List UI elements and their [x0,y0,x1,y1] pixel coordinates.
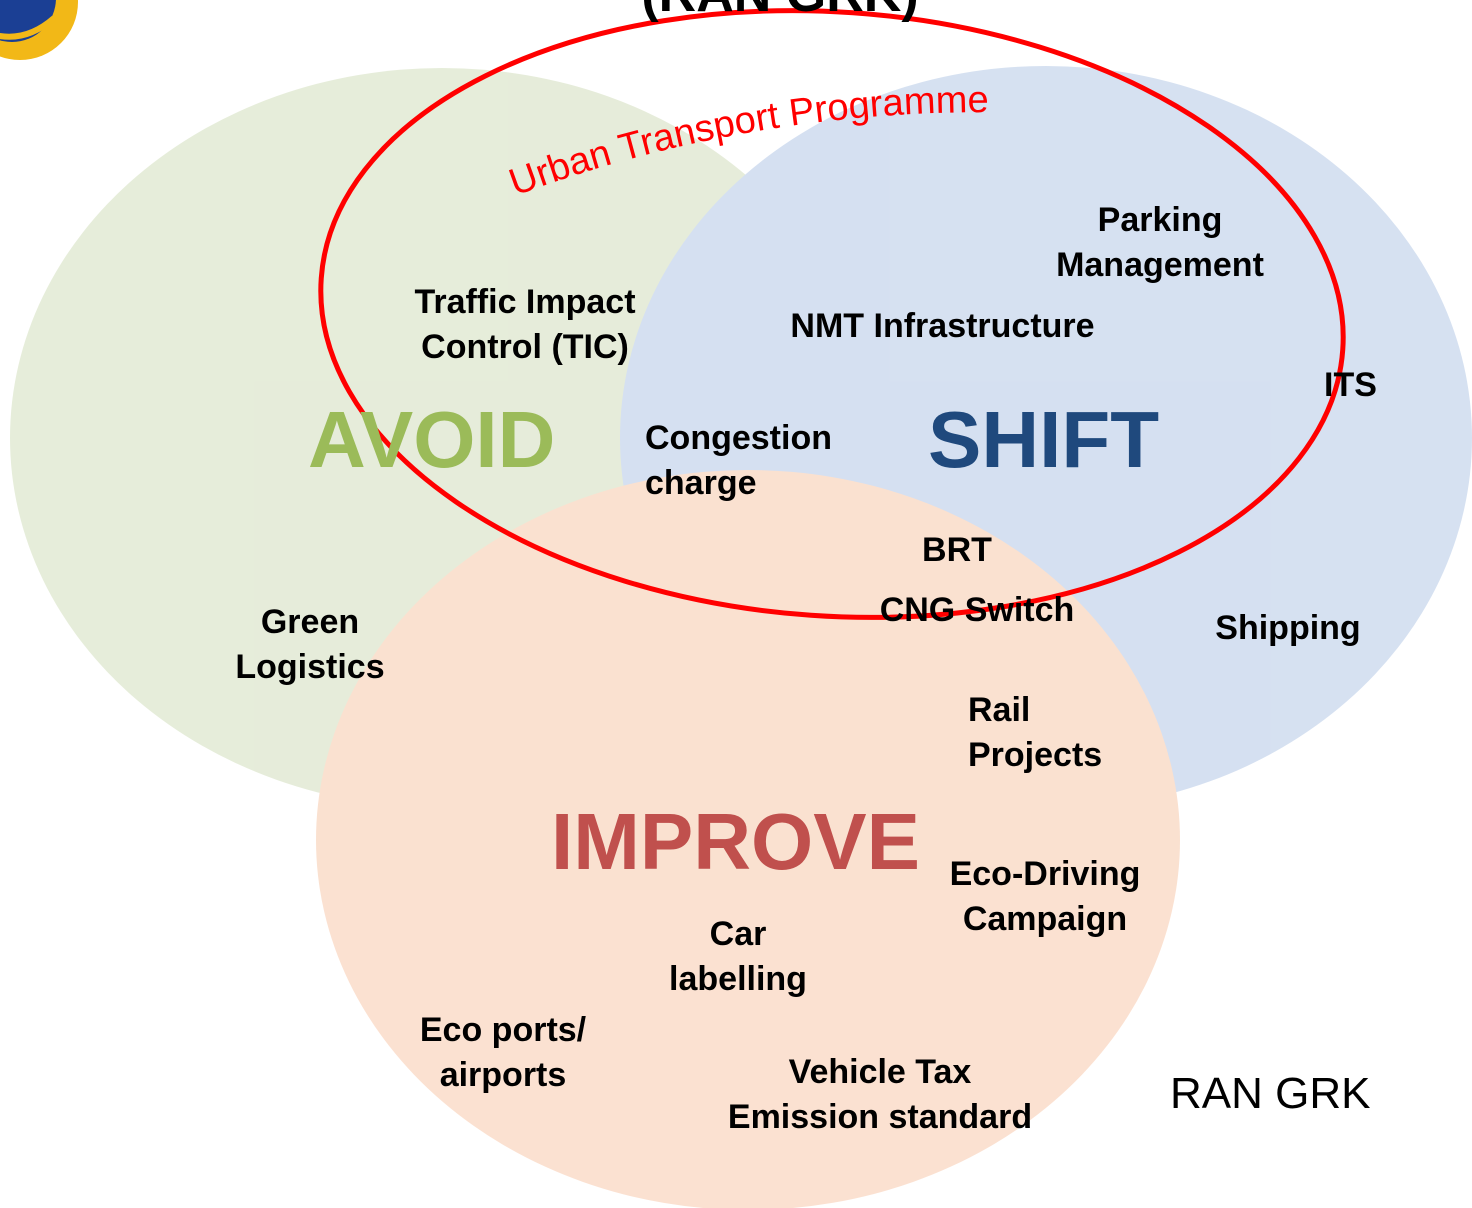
urban-transport-programme-ellipse [318,8,1346,620]
vehicle-tax-emission-standard-label: Vehicle Tax Emission standard [727,1053,1033,1136]
traffic-impact-control-label: Traffic Impact Control (TIC) [414,283,636,366]
source-label: RAN GRK [1170,1069,1371,1118]
improve-circle [316,470,1180,1208]
cng-switch-label: CNG Switch [879,591,1075,629]
avoid-category-label: AVOID [308,395,556,484]
shift-category-label: SHIFT [928,395,1160,484]
shipping-label: Shipping [1215,609,1361,647]
parking-management-label: Parking Management [1056,201,1264,284]
nmt-infrastructure-label: NMT Infrastructure [790,307,1095,345]
brt-label: BRT [922,531,992,569]
improve-category-label: IMPROVE [551,797,920,886]
car-labelling-label: Car labelling [669,915,807,998]
its-label: ITS [1324,366,1377,404]
congestion-charge-label: Congestion charge [645,419,832,502]
eco-ports-airports-label: Eco ports/ airports [419,1011,587,1094]
eco-driving-campaign-label: Eco-Driving Campaign [949,855,1141,938]
green-logistics-label: Green Logistics [235,603,385,686]
rail-projects-label: Rail Projects [968,691,1103,774]
page-title-fragment: (RAN GRK) [540,0,1020,24]
gear-logo-icon [0,0,78,60]
